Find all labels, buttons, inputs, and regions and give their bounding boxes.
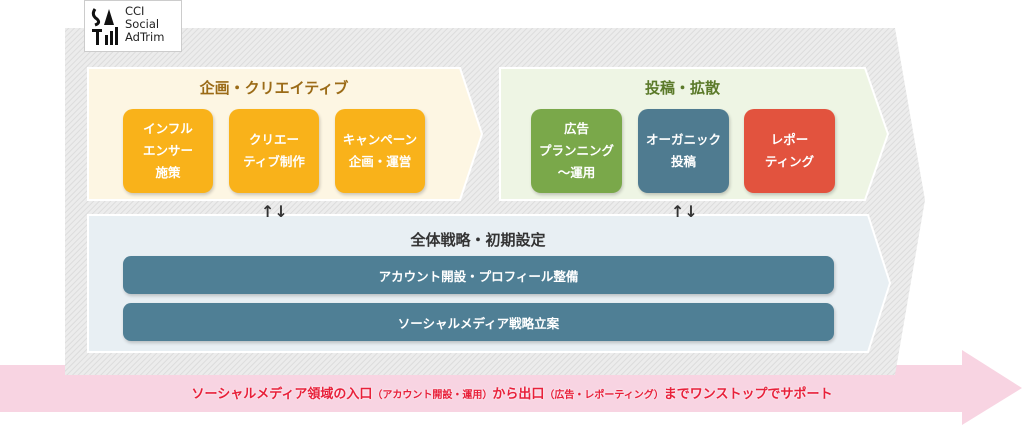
logo-mark-icon	[91, 8, 118, 45]
bar-account-setup: アカウント開設・プロフィール整備	[123, 256, 834, 294]
strategy-title: 全体戦略・初期設定	[410, 231, 546, 249]
planning-title: 企画・クリエイティブ	[199, 79, 349, 97]
logo-line: AdTrim	[125, 30, 165, 44]
banner-text: ソーシャルメディア領域の入口（アカウント開設・運用）から出口（広告・レポーティン…	[0, 383, 1024, 402]
banner-note: （広告・レポーティング）	[544, 390, 664, 401]
exchange-arrows-icon: ↑↓	[261, 202, 288, 221]
tile-influencer: インフル エンサー 施策	[123, 109, 213, 193]
banner-part: から出口	[492, 387, 545, 402]
tile-organic: オーガニック 投稿	[638, 109, 729, 193]
tile-creative: クリエー ティブ制作	[229, 109, 319, 193]
logo-line: Social	[125, 17, 160, 31]
tile-reporting: レポー ティング	[744, 109, 835, 193]
logo-line: CCI	[125, 4, 145, 18]
exchange-arrows-icon: ↑↓	[671, 202, 698, 221]
banner-part: までワンストップでサポート	[663, 387, 833, 402]
posting-title: 投稿・拡散	[644, 79, 720, 97]
banner-part: ソーシャルメディア領域の入口	[191, 387, 373, 402]
tile-campaign: キャンペーン 企画・運営	[335, 109, 425, 193]
bar-strategy: ソーシャルメディア戦略立案	[123, 303, 834, 341]
banner-note: （アカウント開設・運用）	[372, 390, 493, 401]
tile-ad-planning: 広告 プランニング ～運用	[531, 109, 622, 193]
